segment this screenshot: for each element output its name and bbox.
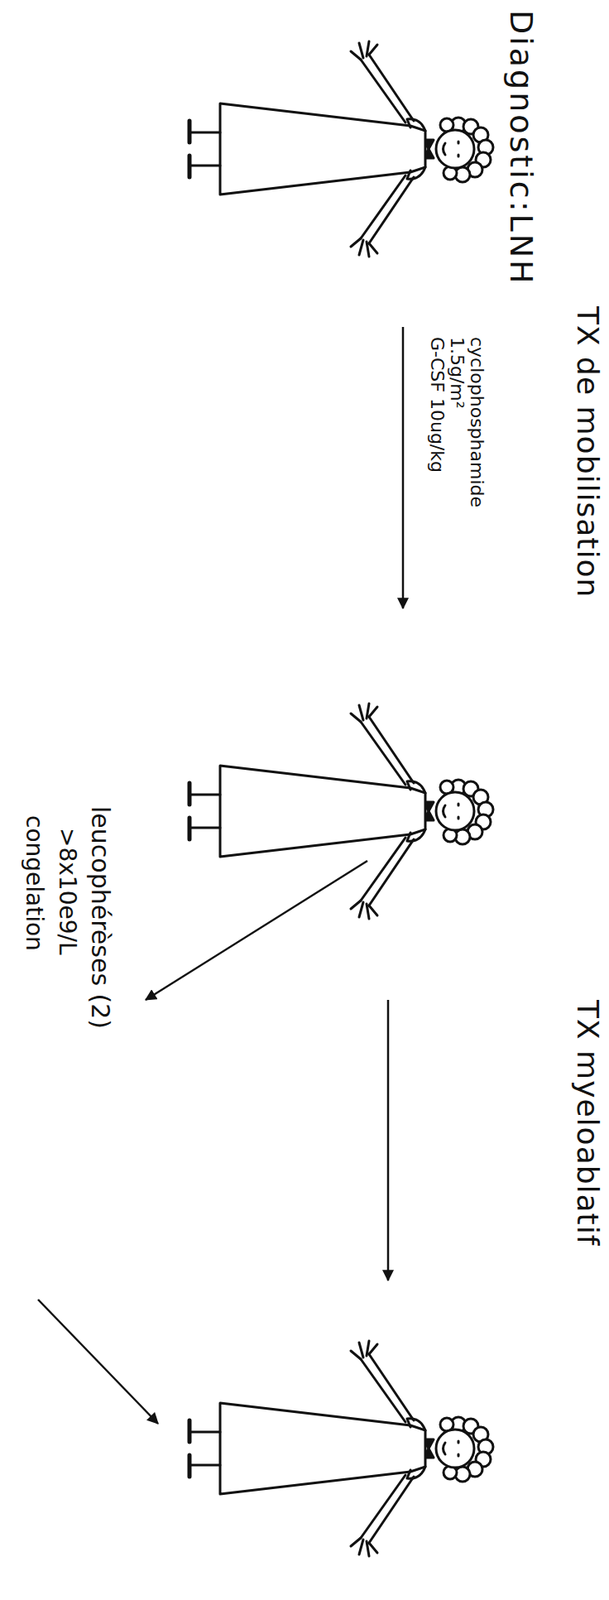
dose-label: G-CSF 10ug/kg (426, 336, 447, 473)
process-arrow (387, 999, 390, 1281)
dose-label: cyclophosphamide (466, 336, 487, 508)
step-label: TX myeloablatif (570, 999, 605, 1246)
patient-figure (189, 1340, 494, 1556)
collection-label: leucophérèses (2) (86, 805, 115, 1029)
diagnosis-label: Diagnostic:LNH (503, 9, 538, 287)
collection-label: congelation (20, 815, 47, 951)
reinfusion-arrow (38, 1299, 159, 1424)
dose-label: 1.5g/m² (446, 336, 467, 409)
patient-figure (189, 41, 494, 257)
collection-arrow (145, 860, 368, 1000)
patient-figure (189, 703, 494, 919)
step-label: TX de mobilisation (570, 306, 605, 598)
process-arrow (402, 326, 405, 609)
collection-label: >8x10e9/L (53, 827, 80, 955)
